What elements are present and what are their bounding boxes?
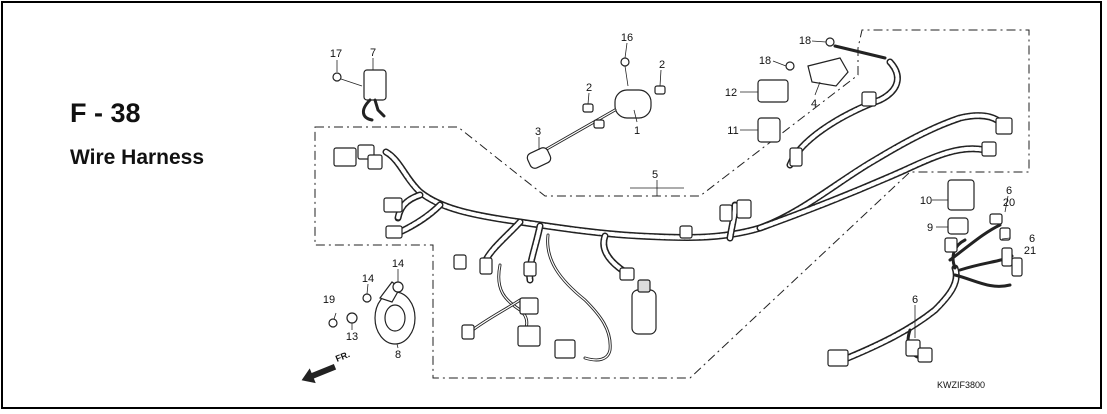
- callout-4: 4: [811, 98, 817, 110]
- bolt-19: [328, 318, 338, 328]
- diagram-code: KWZIF3800: [937, 380, 985, 390]
- washer-14: [362, 293, 372, 303]
- regulator-7: [362, 69, 387, 122]
- callout-5: 5: [652, 169, 658, 181]
- group-boundary: [314, 29, 1030, 379]
- canister-component: [631, 279, 657, 335]
- callout-14-left: 14: [362, 273, 374, 285]
- callout-14-top: 14: [392, 258, 404, 270]
- callout-10: 10: [920, 195, 932, 207]
- callout-1: 1: [634, 125, 640, 137]
- callout-19: 19: [323, 294, 335, 306]
- callout-11: 11: [727, 125, 738, 137]
- relay-12: [757, 79, 789, 103]
- callout-21: 21: [1024, 245, 1036, 257]
- callout-17: 17: [330, 48, 342, 60]
- bolt-18-top: [825, 37, 835, 47]
- callout-16: 16: [621, 32, 633, 44]
- callout-12: 12: [725, 87, 737, 99]
- callout-18-top: 18: [799, 35, 811, 47]
- front-direction-arrow-icon: [301, 363, 337, 384]
- unit-11: [757, 117, 781, 143]
- callout-6-top: 6: [1006, 185, 1012, 197]
- callout-8: 8: [395, 349, 401, 361]
- callout-6-bottom: 6: [912, 294, 918, 306]
- nut-14-top: [392, 281, 404, 293]
- callout-6-mid: 6: [1029, 233, 1035, 245]
- callout-18-left: 18: [759, 55, 771, 67]
- page-title: Wire Harness: [70, 146, 205, 169]
- bolt-18-left: [785, 61, 795, 71]
- relay-10: [947, 179, 975, 211]
- sub-harness-6: [827, 213, 1023, 367]
- sensor-4: [807, 57, 849, 87]
- ignition-coil: [526, 89, 652, 169]
- main-wire-harness: [382, 58, 1008, 284]
- callout-20: 20: [1003, 197, 1015, 209]
- page-code: F - 38: [70, 98, 141, 128]
- callout-13: 13: [346, 331, 358, 343]
- callout-2-left: 2: [586, 82, 592, 94]
- unit-9: [947, 217, 969, 235]
- front-direction-label: FR.: [334, 349, 351, 364]
- nut-13: [346, 312, 358, 324]
- horn-8: [374, 281, 416, 345]
- bolt-16: [620, 57, 630, 87]
- callout-3: 3: [535, 126, 541, 138]
- leader-lines: [333, 40, 1011, 349]
- callout-9: 9: [927, 222, 933, 234]
- sensor-4-lead: [833, 44, 887, 60]
- callout-2-right: 2: [659, 59, 665, 71]
- callout-7: 7: [370, 47, 376, 59]
- bolt-17: [332, 72, 363, 87]
- harness-connectors: [333, 91, 1013, 359]
- clip-2-left: [582, 103, 594, 113]
- clip-2-right: [654, 85, 666, 95]
